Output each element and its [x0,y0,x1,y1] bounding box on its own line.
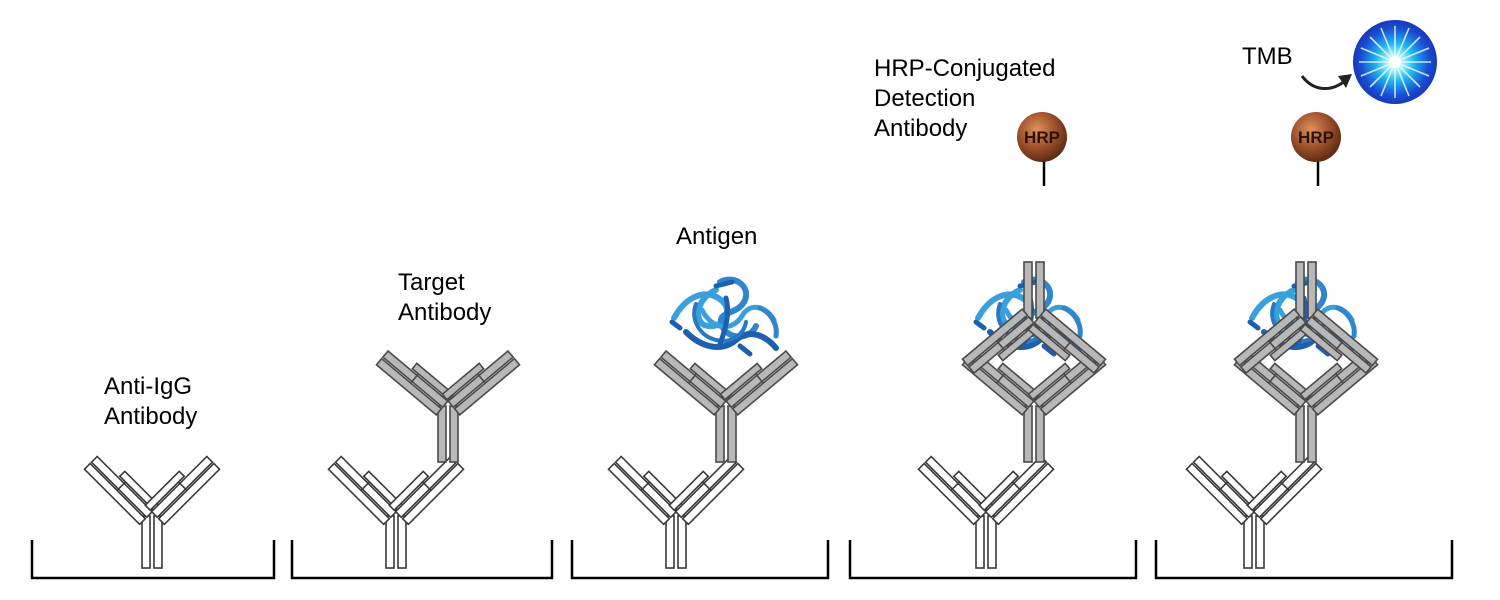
arrow-head-icon [1338,74,1352,88]
well-plate-2 [290,540,554,580]
label-line: Anti-IgG [104,373,193,400]
tmb-signal-glow [1353,20,1437,104]
label-tmb: TMB [1242,42,1293,72]
well-plate-3 [570,540,830,580]
anti-igg-antibody-3 [607,449,745,569]
label-line: HRP-Conjugated [874,55,1056,82]
label-anti-igg-antibody: Anti-IgG Antibody [104,372,197,432]
well-4: HRP [848,112,1138,580]
anti-igg-antibody-4 [917,449,1055,569]
hrp-label-4: HRP [1024,128,1060,147]
well-plate-1 [30,540,276,580]
label-target-antibody: Target Antibody [398,268,491,328]
label-line: Antibody [874,115,968,142]
hrp-enzyme-5 [1291,112,1341,162]
label-antigen: Antigen [676,222,757,252]
target-antibody-3 [653,343,799,463]
anti-igg-antibody-1 [83,449,221,569]
label-line: Target [398,269,465,296]
well-plate-5 [1154,540,1454,580]
label-line: Antigen [676,223,758,250]
reaction-arrow [1300,75,1347,90]
hrp-label-5: HRP [1298,128,1334,147]
well-3 [570,280,830,580]
well-5: HRP [1154,20,1454,580]
label-line: Antibody [398,299,492,326]
label-line: Antibody [104,403,198,430]
label-hrp-detection-antibody: HRP-Conjugated Detection Antibody [874,54,1055,144]
anti-igg-antibody-5 [1185,449,1323,569]
antigen-3 [672,280,776,354]
well-plate-4 [848,540,1138,580]
label-line: Detection [874,85,976,112]
label-line: TMB [1242,43,1293,70]
anti-igg-antibody-2 [327,449,465,569]
hrp-enzyme-4 [1017,112,1067,162]
target-antibody-2 [375,343,521,463]
well-2 [290,343,554,580]
well-1 [30,449,276,580]
